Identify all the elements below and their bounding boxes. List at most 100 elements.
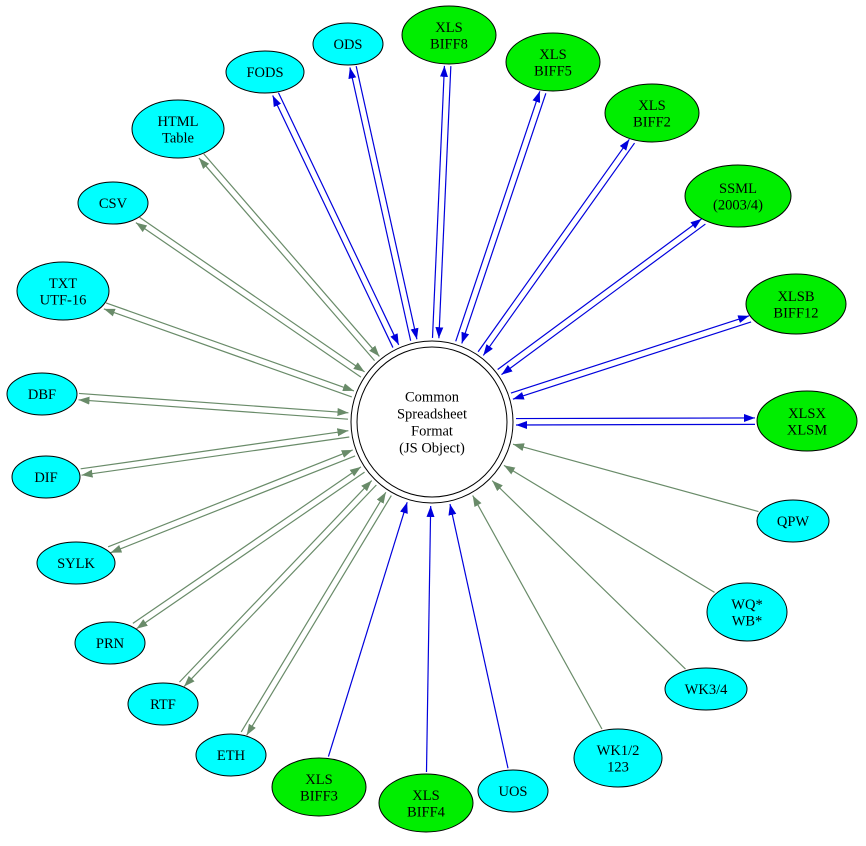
edge-write-xls_biff5 <box>455 91 541 342</box>
edge-write-prn <box>136 471 365 630</box>
format-node-shape-txt_utf16 <box>16 261 110 321</box>
format-node-rtf: RTF <box>127 682 199 726</box>
edge-write-html_table <box>198 157 376 362</box>
center-node-inner-circle <box>356 346 508 498</box>
edge-write-dif <box>81 436 350 478</box>
edge-write-xls_biff2 <box>477 138 630 353</box>
edge-write-fods <box>272 95 394 348</box>
edges-layer <box>78 65 759 773</box>
format-node-prn: PRN <box>74 621 146 665</box>
format-node-label-qpw: QPW <box>777 514 810 530</box>
edge-read-rtf <box>179 480 373 683</box>
edge-read-wq_wb <box>503 464 715 593</box>
format-node-label-prn: PRN <box>96 636 125 652</box>
format-node-shape-rtf <box>127 682 199 726</box>
edge-read-csv <box>139 216 365 373</box>
format-node-ssml: SSML(2003/4) <box>684 164 792 228</box>
format-node-label-rtf: RTF <box>150 697 176 713</box>
edge-read-xls_biff3 <box>327 502 408 757</box>
edge-read-fods <box>277 92 400 346</box>
format-node-shape-ssml <box>684 164 792 228</box>
format-node-qpw: QPW <box>756 499 830 543</box>
format-node-shape-xlsb_biff12 <box>745 273 847 335</box>
format-node-shape-prn <box>74 621 146 665</box>
edge-read-xls_biff8 <box>435 66 452 339</box>
format-node-sylk: SYLK <box>36 541 116 585</box>
edge-write-rtf <box>183 484 377 687</box>
format-node-shape-wk12_123 <box>573 728 663 788</box>
format-node-uos: UOS <box>477 769 549 813</box>
format-node-eth: ETH <box>195 733 267 777</box>
edge-read-qpw <box>512 443 759 513</box>
edge-read-xls_biff2 <box>482 142 636 356</box>
format-node-dif: DIF <box>11 455 81 499</box>
format-node-shape-xls_biff2 <box>604 83 700 143</box>
edge-read-eth <box>240 491 387 733</box>
edge-write-csv <box>135 222 362 378</box>
format-node-shape-dif <box>11 455 81 499</box>
edge-read-xls_biff5 <box>461 93 547 344</box>
format-node-label-ods: ODS <box>333 37 362 53</box>
edge-write-txt_utf16 <box>103 308 352 398</box>
edge-read-ods <box>355 65 419 340</box>
format-node-fods: FODS <box>225 50 305 94</box>
edge-write-sylk <box>110 455 356 554</box>
format-node-label-csv: CSV <box>99 196 128 212</box>
format-node-dbf: DBF <box>6 372 78 416</box>
format-node-label-uos: UOS <box>498 784 527 800</box>
edge-write-xlsx_xlsm <box>515 413 755 422</box>
edge-read-sylk <box>107 449 353 548</box>
format-node-label-eth: ETH <box>217 748 246 764</box>
format-node-label-dif: DIF <box>34 470 57 486</box>
format-node-label-fods: FODS <box>246 65 283 81</box>
edge-read-dbf <box>78 392 349 416</box>
format-node-shape-wk34 <box>664 667 748 711</box>
format-node-label-dbf: DBF <box>28 387 56 403</box>
format-node-shape-xls_biff3 <box>271 757 367 817</box>
format-node-shape-fods <box>225 50 305 94</box>
format-node-shape-qpw <box>756 499 830 543</box>
edge-read-prn <box>132 466 362 624</box>
format-node-label-ssml: SSML(2003/4) <box>713 181 763 214</box>
edge-read-ssml <box>501 223 706 376</box>
edge-read-html_table <box>203 153 380 357</box>
edge-read-wk34 <box>491 480 686 670</box>
edge-write-ods <box>348 67 412 341</box>
format-node-shape-xls_biff5 <box>505 32 601 92</box>
format-node-shape-xlsx_xlsm <box>756 390 858 452</box>
edge-write-dbf <box>78 396 349 420</box>
edge-read-txt_utf16 <box>105 302 355 392</box>
format-node-label-wq_wb: WQ*WB* <box>731 597 762 630</box>
edge-read-xls_biff4 <box>425 505 435 773</box>
format-node-label-wk34: WK3/4 <box>685 682 728 698</box>
edge-write-eth <box>246 495 392 736</box>
format-node-wq_wb: WQ*WB* <box>706 582 788 642</box>
format-node-shape-csv <box>77 181 149 225</box>
edge-write-xlsb_biff12 <box>510 315 750 394</box>
format-node-label-sylk: SYLK <box>57 556 95 572</box>
edge-read-xlsb_biff12 <box>512 321 752 400</box>
